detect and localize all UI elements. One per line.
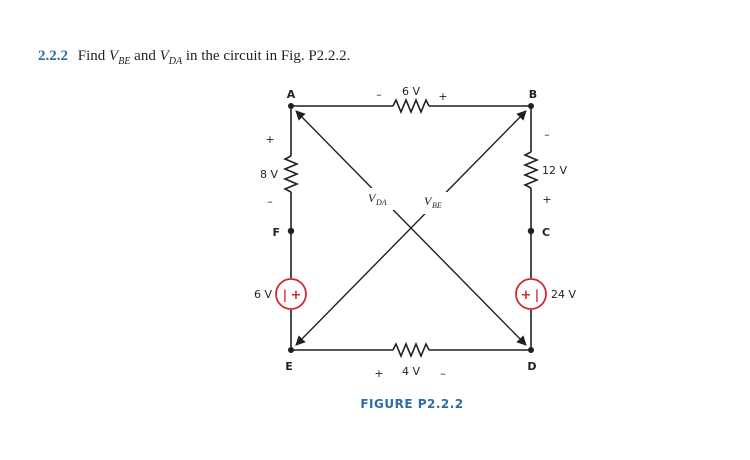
bottom-minus-sign: – bbox=[440, 367, 446, 380]
left-src-minus: | bbox=[283, 288, 287, 302]
left-voltage-source: | + bbox=[275, 278, 307, 310]
left-res-value: 8 V bbox=[260, 168, 278, 181]
problem-number: 2.2.2 bbox=[38, 48, 68, 64]
bottom-resistor-value: 4 V bbox=[402, 365, 420, 378]
bottom-plus-sign: + bbox=[374, 367, 383, 380]
right-resistor bbox=[522, 151, 540, 189]
vbe-symbol: VBE bbox=[109, 48, 131, 67]
svg-text:V: V bbox=[368, 191, 377, 205]
node-b-label: B bbox=[529, 88, 537, 101]
right-src-value: 24 V bbox=[551, 288, 576, 301]
node-a-label: A bbox=[287, 88, 296, 101]
svg-text:BE: BE bbox=[432, 201, 442, 210]
left-src-plus: + bbox=[291, 288, 302, 303]
node-d-dot bbox=[528, 347, 534, 353]
top-branch bbox=[291, 97, 531, 115]
right-res-plus-sign: + bbox=[542, 193, 551, 206]
top-plus-sign: + bbox=[438, 90, 447, 103]
node-a-dot bbox=[288, 103, 294, 109]
figure-caption: FIGURE P2.2.2 bbox=[360, 397, 463, 411]
top-resistor bbox=[392, 97, 430, 115]
svg-text:DA: DA bbox=[375, 198, 387, 207]
problem-text-and: and bbox=[134, 48, 156, 64]
node-f-label: F bbox=[272, 226, 280, 239]
node-f-dot bbox=[287, 227, 295, 235]
node-e-label: E bbox=[285, 360, 293, 373]
bottom-branch bbox=[291, 341, 531, 359]
right-src-minus: | bbox=[535, 288, 539, 302]
left-src-value: 6 V bbox=[254, 288, 272, 301]
left-resistor bbox=[282, 155, 300, 193]
problem-text-find: Find bbox=[77, 48, 106, 64]
top-minus-sign: – bbox=[376, 88, 382, 101]
bottom-resistor bbox=[392, 341, 430, 359]
node-d-label: D bbox=[527, 360, 536, 373]
left-branch bbox=[282, 106, 300, 350]
problem-text-rest: in the circuit in Fig. P2.2.2. bbox=[185, 48, 351, 64]
right-voltage-source: + | bbox=[515, 278, 547, 310]
top-resistor-value: 6 V bbox=[402, 85, 420, 98]
problem-statement: 2.2.2 Find VBE and VDA in the circuit in… bbox=[38, 48, 350, 67]
node-dots bbox=[287, 103, 535, 353]
diagonal-vbe bbox=[295, 110, 527, 346]
vda-label: V DA bbox=[368, 191, 387, 207]
right-src-plus: + bbox=[521, 288, 532, 303]
node-c-label: C bbox=[542, 226, 550, 239]
node-e-dot bbox=[288, 347, 294, 353]
svg-text:V: V bbox=[424, 194, 433, 208]
vbe-label: V BE bbox=[424, 194, 442, 210]
left-res-plus-sign: + bbox=[265, 133, 274, 146]
left-res-minus-sign: – bbox=[267, 195, 273, 208]
node-b-dot bbox=[528, 103, 534, 109]
vda-symbol: VDA bbox=[159, 48, 183, 67]
diagonals bbox=[295, 110, 527, 346]
right-res-value: 12 V bbox=[542, 164, 567, 177]
node-c-dot bbox=[527, 227, 535, 235]
right-res-minus-sign: – bbox=[544, 128, 550, 141]
